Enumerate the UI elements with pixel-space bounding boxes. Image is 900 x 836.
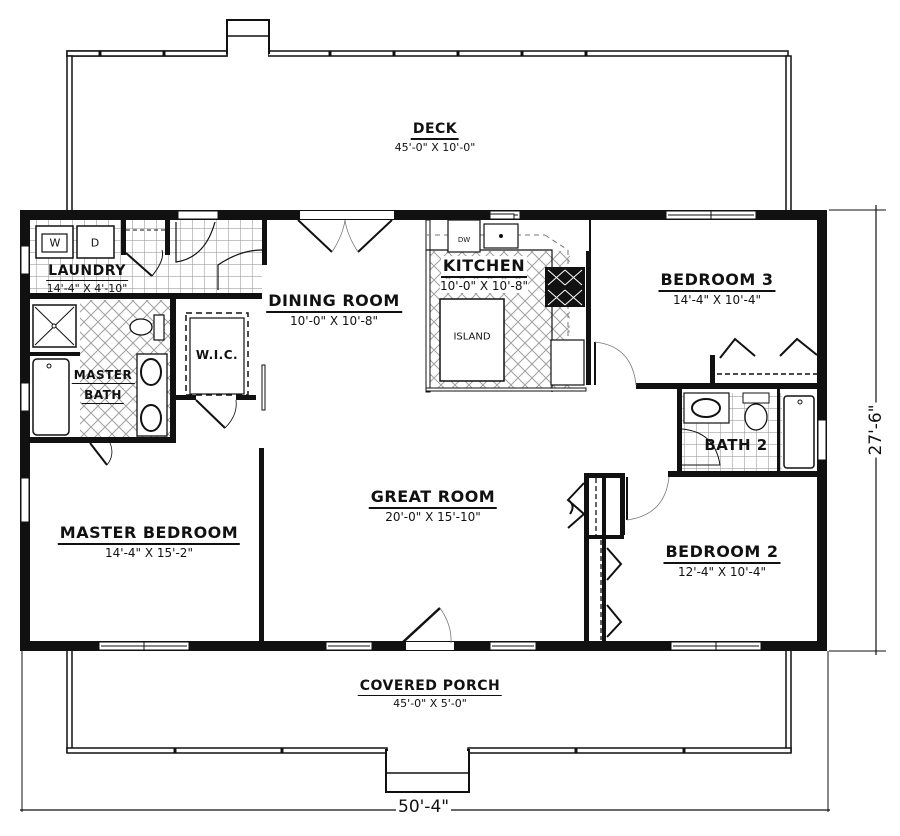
bath2-tub xyxy=(783,395,815,469)
room-size: 20'-0" X 15'-10" xyxy=(385,510,481,524)
master-bedroom-label: MASTER BEDROOM 14'-4" X 15'-2" xyxy=(57,523,241,560)
deck xyxy=(66,19,792,214)
room-size: 14'-4" X 15'-2" xyxy=(105,546,193,560)
room-size: 14'-4" X 4'-10" xyxy=(46,282,128,295)
room-name: BEDROOM 3 xyxy=(658,270,776,292)
bathtub xyxy=(32,358,70,436)
room-name-line2: BATH xyxy=(82,388,124,404)
master-bath-label: MASTER BATH xyxy=(71,364,135,404)
room-name: LAUNDRY xyxy=(46,263,128,281)
kitchen-label: KITCHEN 10'-0" X 10'-8" xyxy=(440,256,528,293)
deck-label: DECK 45'-0" X 10'-0" xyxy=(395,118,476,154)
room-size: 10'-0" X 10'-8" xyxy=(440,279,528,293)
island-label: ISLAND xyxy=(453,331,491,343)
room-name: W.I.C. xyxy=(195,348,239,362)
interior-walls xyxy=(30,220,822,646)
room-size: 12'-4" X 10'-4" xyxy=(678,565,766,579)
room-name: BATH 2 xyxy=(704,436,768,454)
room-name: COVERED PORCH xyxy=(357,678,503,696)
windows xyxy=(20,210,827,651)
dryer xyxy=(76,225,115,259)
island xyxy=(439,298,505,382)
room-size: 45'-0" X 10'-0" xyxy=(394,141,476,154)
room-name: KITCHEN xyxy=(440,256,528,278)
room-name: MASTER BEDROOM xyxy=(57,523,241,545)
laundry-label: LAUNDRY 14'-4" X 4'-10" xyxy=(46,260,128,295)
washer-label: W xyxy=(49,236,61,250)
room-name: BEDROOM 2 xyxy=(663,542,781,564)
toilet xyxy=(129,318,153,336)
dining-room-label: DINING ROOM 10'-0" X 10'-8" xyxy=(266,291,402,328)
room-size: 14'-4" X 10'-4" xyxy=(673,293,761,307)
room-name: DECK xyxy=(410,121,460,140)
bedroom3-label: BEDROOM 3 14'-4" X 10'-4" xyxy=(658,270,776,307)
overall-width-dimension: 50'-4" xyxy=(396,797,452,817)
dryer-label: D xyxy=(90,236,100,250)
room-name: DINING ROOM xyxy=(266,291,402,313)
dishwasher-label: DW xyxy=(457,236,471,244)
porch xyxy=(66,649,792,793)
room-name-line1: MASTER xyxy=(71,368,135,384)
dishwasher xyxy=(447,219,481,253)
room-name: GREAT ROOM xyxy=(368,487,498,509)
great-room-label: GREAT ROOM 20'-0" X 15'-10" xyxy=(368,487,498,524)
overall-depth-dimension: 27'-6" xyxy=(866,402,886,458)
refrigerator xyxy=(550,339,585,386)
bath2-label: BATH 2 xyxy=(702,435,769,455)
covered-porch-label: COVERED PORCH 45'-0" X 5'-0" xyxy=(357,675,503,710)
bedroom2-label: BEDROOM 2 12'-4" X 10'-4" xyxy=(663,542,781,579)
room-size: 45'-0" X 5'-0" xyxy=(393,697,467,710)
wic-label: W.I.C. xyxy=(194,344,240,363)
range xyxy=(545,267,585,307)
washer xyxy=(35,225,74,259)
room-size: 10'-0" X 10'-8" xyxy=(290,314,378,328)
